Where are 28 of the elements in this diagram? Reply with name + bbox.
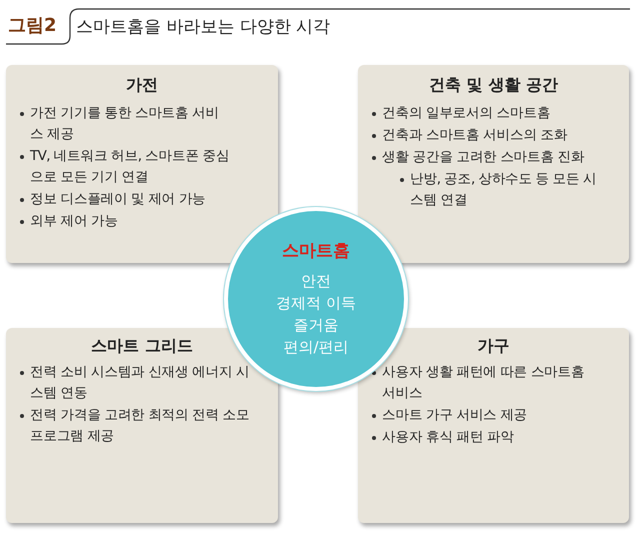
bullet-text: 가전 기기를 통한 스마트홈 서비스 제공: [30, 104, 220, 144]
bullet-text: TV, 네트워크 허브, 스마트폰 중심으로 모든 기기 연결: [30, 147, 230, 187]
bullet-text: 난방, 공조, 상하수도 등 모든 시스템 연결: [410, 170, 597, 210]
category-box: [6, 65, 278, 263]
bullet-text: 사용자 생활 패턴에 따른 스마트홈 서비스: [382, 363, 586, 403]
bullet-text: 생활 공간을 고려한 스마트홈 진화: [382, 148, 586, 167]
figure-title: 스마트홈을 바라보는 다양한 시각: [76, 16, 330, 39]
bullet-text: 사용자 휴식 패턴 파악: [382, 428, 515, 447]
bullet-text: 건축과 스마트홈 서비스의 조화: [382, 126, 568, 145]
box-heading: 가구: [476, 336, 510, 357]
bullet-text: 전력 가격을 고려한 최적의 전력 소모 프로그램 제공: [30, 406, 250, 446]
bullet-text: 건축의 일부로서의 스마트홈: [382, 104, 552, 123]
bullet-text: 외부 제어 가능: [30, 212, 119, 231]
circle-text: 편의/편리: [282, 337, 350, 357]
bullet-text: 전력 소비 시스템과 신재생 에너지 시스템 연동: [30, 363, 250, 403]
box-heading: 가전: [125, 75, 159, 96]
circle-text: 경제적 이득: [275, 293, 357, 313]
bullet-text: 스마트 가구 서비스 제공: [382, 406, 528, 425]
category-box: [6, 328, 278, 523]
circle-text: 즐거움: [292, 315, 340, 335]
circle-text: 안전: [300, 271, 332, 291]
bullet-text: 정보 디스플레이 및 제어 가능: [30, 190, 207, 209]
category-box: [358, 65, 629, 263]
circle-heading: 스마트홈: [281, 241, 351, 261]
figure-number: 그림2: [8, 14, 57, 38]
category-box: [358, 328, 629, 523]
box-heading: 스마트 그리드: [90, 336, 194, 357]
box-heading: 건축 및 생활 공간: [428, 75, 559, 96]
